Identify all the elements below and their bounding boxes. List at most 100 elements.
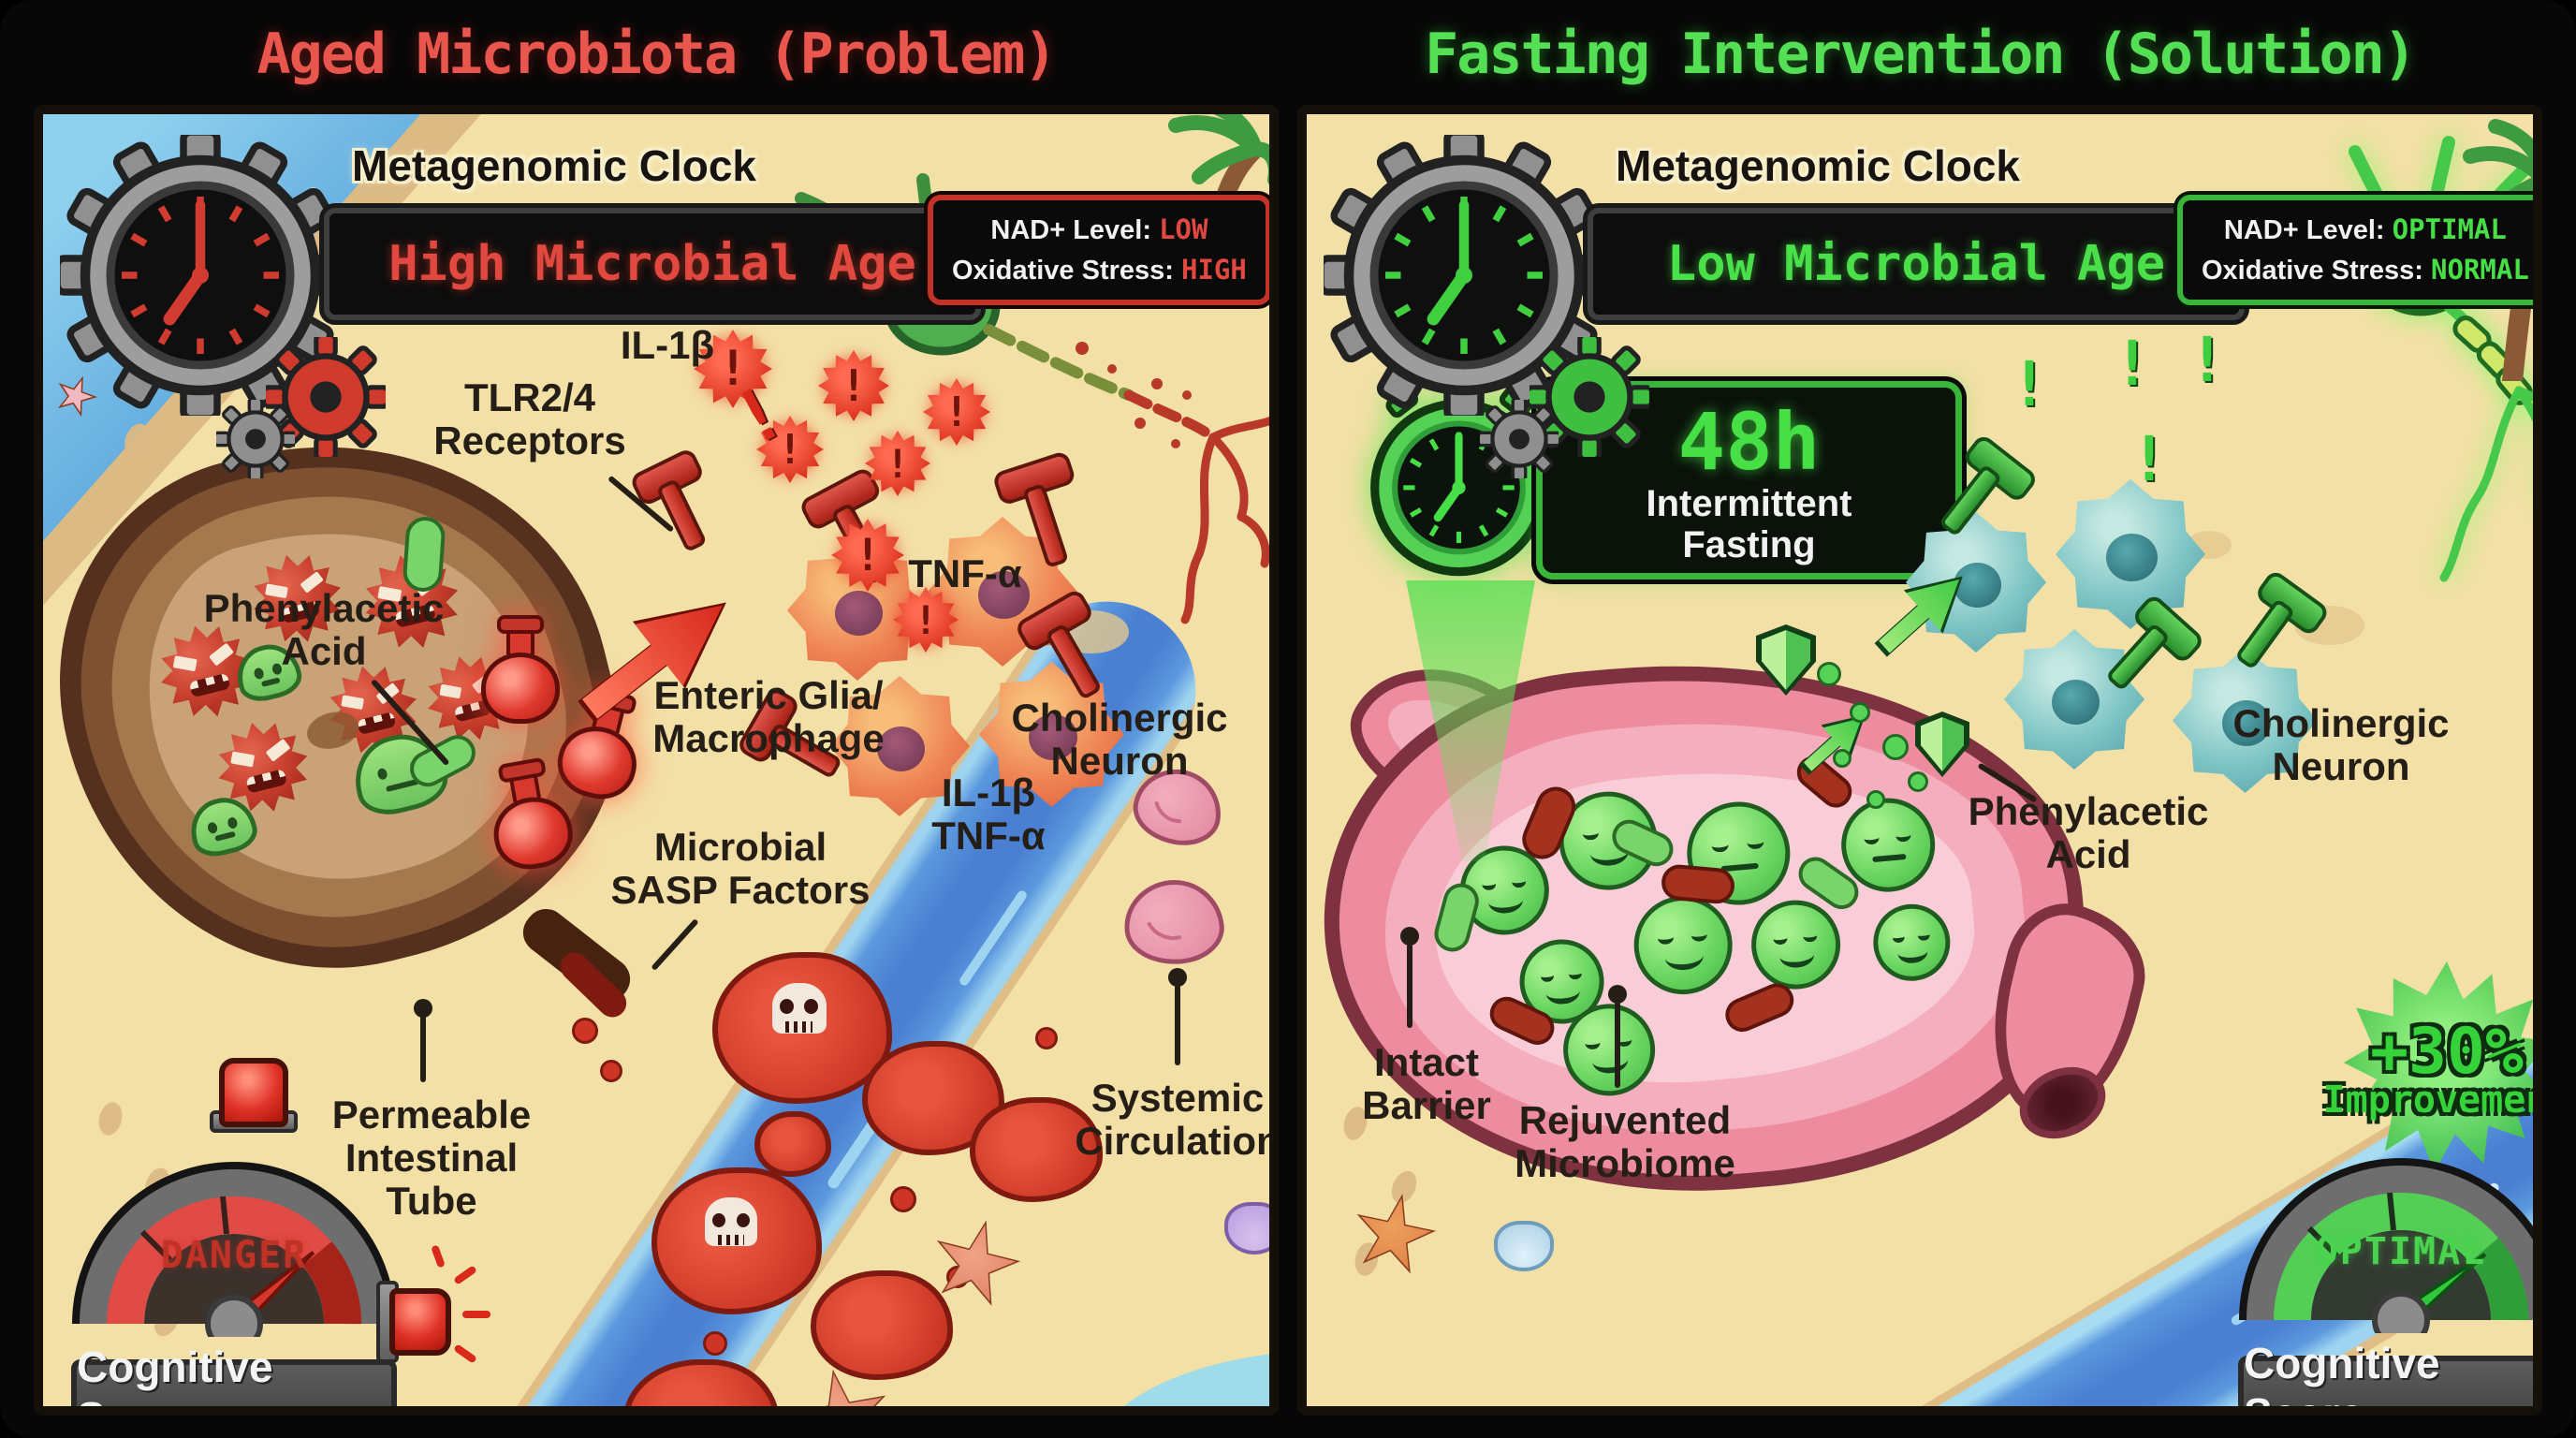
callout-dot [414, 999, 432, 1018]
stress-label: Oxidative Stress: [2202, 256, 2423, 286]
left-panel-title: Aged Microbiota (Problem) [256, 22, 1057, 87]
skull-cloud-icon [712, 952, 892, 1104]
nad-line: NAD+ Level: LOW [952, 210, 1247, 250]
cytokine-alert-icon: ! [694, 330, 772, 408]
leak-drop [572, 1018, 598, 1044]
nad-line: NAD+ Level: OPTIMAL [2202, 210, 2529, 250]
improvement-label: Improvement [2322, 1078, 2533, 1122]
gauge-zone-text: OPTIMAL [2315, 1230, 2487, 1273]
fasting-duration: 48h [1677, 396, 1821, 488]
clock-heading: Metagenomic Clock [352, 141, 756, 190]
toxin-cloud-icon [970, 1097, 1103, 1202]
corner-sea [1091, 1350, 1269, 1406]
starfish-icon [1344, 1185, 1444, 1285]
siren-icon [219, 1058, 288, 1127]
healthy-signal-icon: ! [2188, 324, 2226, 396]
toxin-cloud-icon [811, 1270, 953, 1380]
green-rod-microbe-icon [402, 515, 446, 594]
stress-label: Oxidative Stress: [952, 256, 1174, 286]
cytokine-alert-icon: ! [893, 587, 959, 653]
calm-glia-cell-icon [2173, 648, 2318, 793]
brain-icon [1120, 874, 1228, 970]
alarm-ray [431, 1244, 446, 1269]
alarm-ray [462, 1311, 490, 1318]
leak-drop [600, 1060, 622, 1082]
callout-line [1407, 944, 1412, 1028]
red-rod-microbe-icon [1660, 863, 1736, 905]
right-panel-title: Fasting Intervention (Solution) [1425, 22, 2417, 87]
shield-icon [1915, 712, 1969, 777]
gauge-zone-text: DANGER [160, 1234, 308, 1277]
right-panel: 48h Intermittent Fasting ! ! ! ! [1297, 105, 2542, 1416]
fasting-label-line2: Fasting [1682, 524, 1816, 565]
callout-dot [1400, 927, 1419, 946]
particle [1833, 749, 1852, 768]
calm-glia-cell-icon [2004, 629, 2144, 770]
gauge-banner: Cognitive Score [2238, 1339, 2533, 1406]
callout-line [1615, 1002, 1620, 1088]
callout-line [420, 1015, 426, 1082]
clock-heading: Metagenomic Clock [1616, 141, 2020, 190]
nad-label: NAD+ Level: [2223, 215, 2385, 245]
calm-glia-cell-icon [1906, 512, 2046, 653]
toxin-cloud-icon [754, 1111, 831, 1177]
cognitive-score-gauge: OPTIMAL Cognitive Score [2238, 1088, 2533, 1406]
toxin-drop [703, 1331, 727, 1356]
left-panel: ! ! ! ! ! ! ! ! [34, 105, 1279, 1416]
healthy-signal-icon: ! [2130, 423, 2168, 495]
particle [1866, 790, 1885, 809]
gauge-banner: Cognitive Score [71, 1343, 397, 1406]
phenylacetic-acid-flask-icon [481, 615, 560, 724]
cytokine-alert-icon: ! [831, 519, 904, 592]
microbial-age-badge: High Microbial Age [324, 208, 981, 320]
toxin-drop [890, 1186, 916, 1212]
fasting-label-line1: Intermittent [1646, 483, 1852, 524]
cytokine-alert-icon: ! [923, 378, 990, 446]
healthy-signal-icon: ! [2114, 328, 2151, 400]
nad-status-badge: NAD+ Level: OPTIMAL Oxidative Stress: NO… [2177, 195, 2533, 305]
happy-microbe-icon [1869, 901, 1954, 985]
grey-gear-icon [1480, 400, 1559, 478]
red-gear-icon [266, 337, 386, 457]
callout-line [1175, 985, 1180, 1065]
cytokine-alert-icon: ! [818, 350, 889, 421]
improvement-value: +30% [2370, 1015, 2524, 1089]
grey-gear-icon [216, 400, 295, 478]
enteric-glia-cell-icon [829, 676, 970, 816]
happy-microbe-icon [1748, 896, 1845, 993]
callout-line [651, 917, 699, 972]
alarm-lamp-icon [389, 1288, 451, 1356]
metagenomic-clock-icon [1324, 135, 1604, 416]
particle [1908, 771, 1928, 792]
gauge-dial [72, 1162, 396, 1337]
stress-line: Oxidative Stress: HIGH [952, 250, 1247, 290]
shield-icon [1756, 624, 1816, 696]
alarm-ray [453, 1265, 477, 1285]
shell-icon [1224, 1202, 1269, 1255]
stress-line: Oxidative Stress: NORMAL [2202, 250, 2529, 290]
particle [1882, 734, 1909, 760]
enteric-glia-label: Enteric Glia/Macrophage [652, 673, 885, 760]
stress-value: HIGH [1181, 254, 1247, 286]
nad-value: OPTIMAL [2392, 213, 2507, 245]
alarm-ray [453, 1343, 477, 1364]
particle [1850, 702, 1870, 723]
nad-status-badge: NAD+ Level: LOW Oxidative Stress: HIGH [928, 195, 1269, 305]
nad-label: NAD+ Level: [990, 215, 1152, 245]
skull-cloud-icon [651, 1167, 822, 1314]
red-rod-microbe-icon [1720, 977, 1799, 1037]
nad-value: LOW [1159, 213, 1208, 245]
il1b-label: IL-1β [620, 323, 715, 367]
cytokine-alert-icon: ! [865, 431, 930, 496]
